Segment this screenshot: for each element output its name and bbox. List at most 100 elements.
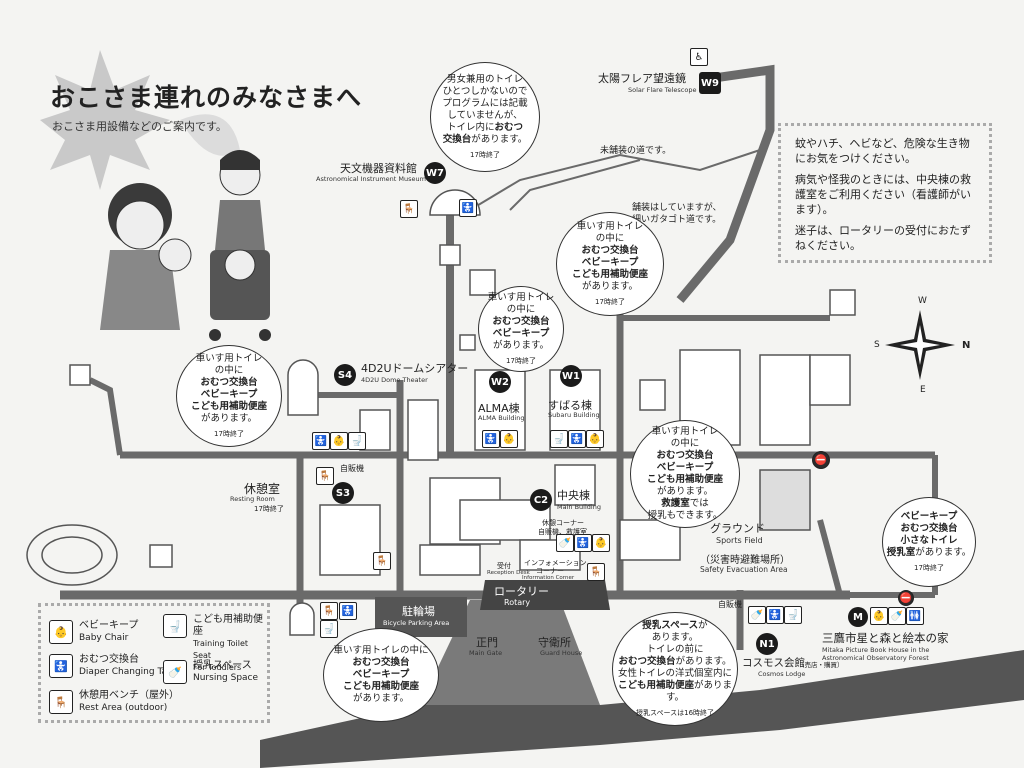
bench-icon: 🪑 — [587, 563, 605, 581]
building-n1-en: Cosmos Lodge — [758, 670, 806, 678]
building-c2-en: Main Building — [557, 503, 601, 511]
baby-chair-icon: 👶 — [49, 620, 73, 644]
building-w1-en: Subaru Building — [548, 411, 600, 419]
callout-w1: 車いす用トイレ の中に おむつ交換台 ベビーキープ こども用補助便座 があります… — [556, 212, 664, 316]
callout-text: ひとつしかないので — [442, 85, 528, 97]
badge-w1: W1 — [560, 365, 582, 387]
training-seat-icon: 🚽 — [163, 614, 187, 638]
compass-e: E — [920, 385, 926, 395]
building-s3-note: 17時終了 — [254, 505, 284, 513]
notice-line: 迷子は、ロータリーの受付におたずねください。 — [795, 224, 971, 252]
callout-text: おむつ交換台 — [900, 522, 958, 534]
callout-text: おむつ — [494, 121, 524, 133]
callout-n1: 授乳スペースが あります。 トイレの前に おむつ交換台があります。 女性トイレの… — [612, 612, 738, 726]
building-w7-name: 天文機器資料館 — [340, 162, 417, 175]
badge-s4: S4 — [334, 364, 356, 386]
callout-text: こども用補助便座 — [646, 474, 723, 485]
callout-text: があります。 — [200, 412, 258, 424]
callout-text: あります。 — [651, 631, 699, 643]
callout-text: では — [689, 498, 709, 509]
corner-label: 休憩コーナー — [542, 519, 584, 527]
diaper-table-icon: 🚼 — [312, 432, 330, 450]
legend-ja: 授乳スペース — [193, 660, 252, 671]
callout-text: 授乳室 — [886, 546, 916, 558]
callout-text: 授乳もできます。 — [647, 510, 723, 521]
callout-text: 車いす用トイレ — [651, 426, 719, 437]
building-s4-name: 4D2Uドームシアター — [361, 362, 469, 375]
callout-text: おむつ交換台 — [200, 376, 258, 388]
callout-text: トイレ内に — [446, 121, 495, 133]
callout-text: 救護室 — [661, 498, 690, 509]
training-seat-icon: 🚽 — [784, 606, 802, 624]
baby-chair-icon: 👶 — [330, 432, 348, 450]
ground-name: グラウンド — [710, 522, 765, 535]
callout-text: 交換台があります。 — [443, 134, 528, 146]
callout-text: プログラムには記載 — [442, 97, 528, 109]
baby-chair-icon: 👶 — [586, 430, 604, 448]
callout-text: こども用補助便座 — [190, 400, 267, 412]
guard-label: 守衛所 — [538, 636, 571, 649]
callout-text: の中に — [214, 364, 244, 376]
building-w7-en: Astronomical Instrument Museum — [316, 175, 426, 183]
training-seat-icon: 🚽 — [348, 432, 366, 450]
diaper-table-icon: 🚼 — [482, 430, 500, 448]
callout-text: があります。 — [471, 133, 528, 145]
callout-text: 授乳室があります。 — [887, 547, 972, 559]
nursing-icon: 🍼 — [888, 607, 906, 625]
vending-label: 自販機 — [340, 464, 364, 473]
bench-icon: 🪑 — [400, 200, 418, 218]
training-seat-icon: 🚽 — [550, 430, 568, 448]
diaper-table-icon: 🚼 — [339, 602, 357, 620]
callout-text: ベビーキープ — [900, 510, 958, 522]
callout-gate: 車いす用トイレの中に おむつ交換台 ベビーキープ こども用補助便座 があります。 — [323, 628, 439, 722]
callout-text: 救護室では — [661, 498, 709, 510]
callout-text: があります。 — [581, 280, 639, 292]
no-entry-icon: ⛔ — [898, 590, 914, 606]
diaper-table-icon: 🚼 — [574, 534, 592, 552]
legend-en: Diaper Changing Table — [79, 667, 181, 677]
callout-text: おむつ交換台 — [352, 657, 410, 668]
callout-text: 男女兼用のトイレ — [446, 73, 523, 85]
callout-text: おむつ交換台 — [656, 450, 714, 461]
compass-w: W — [918, 296, 927, 306]
legend-en: Training Toilet Seat — [193, 639, 249, 660]
legend-text: おむつ交換台 Diaper Changing Table — [79, 654, 181, 678]
legend-ja: おむつ交換台 — [79, 654, 139, 665]
building-w2-en: ALMA Building — [478, 414, 525, 422]
badge-m: M — [848, 607, 868, 627]
notice-box: 蚊やハチ、ヘビなど、危険な生き物にお気をつけください。 病気や怪我のときには、中… — [778, 123, 992, 263]
callout-text: 交換台 — [442, 133, 472, 145]
callout-text: があります。 — [915, 546, 972, 558]
building-s3-name: 休憩室 — [244, 482, 281, 496]
badge-n1: N1 — [756, 633, 778, 655]
diaper-table-icon: 🚼 — [459, 199, 477, 217]
toilet-sign-icon: 🚻 — [906, 607, 924, 625]
decoration-illustration — [40, 50, 271, 341]
building-w9-en: Solar Flare Telescope — [628, 86, 697, 94]
page-title: おこさま連れのみなさまへ — [50, 83, 363, 112]
notice-line: 病気や怪我のときには、中央棟の救護室をご利用ください（看護師がいます）。 — [795, 173, 971, 216]
building-w9-name: 太陽フレア望遠鏡 — [598, 72, 686, 85]
legend-en: Baby Chair — [79, 633, 129, 643]
callout-text: こども用補助便座 — [571, 268, 648, 280]
callout-text: の中に — [506, 303, 536, 315]
legend-text: ベビーキープ Baby Chair — [79, 620, 138, 644]
vending-label: 自販機 — [718, 600, 742, 609]
callout-w2: 車いす用トイレ の中に おむつ交換台 ベビーキープ があります。 17時終了 — [478, 286, 564, 372]
road-note-gravel-2: 細いガタゴト道です。 — [632, 215, 722, 225]
compass-rose-icon — [885, 310, 955, 380]
legend-ja: ベビーキープ — [79, 620, 139, 631]
nursing-icon: 🍼 — [748, 606, 766, 624]
diaper-table-icon: 🚼 — [766, 606, 784, 624]
callout-text: 車いす用トイレの中に — [333, 645, 429, 656]
callout-time: 17時終了 — [595, 297, 625, 306]
nursing-icon: 🍼 — [556, 534, 574, 552]
callout-text: していませんが、 — [447, 109, 523, 121]
callout-text: おむつ交換台があります。 — [618, 656, 731, 668]
bench-icon: 🪑 — [320, 602, 338, 620]
badge-s3: S3 — [332, 482, 354, 504]
callout-text: おむつ交換台 — [618, 655, 676, 667]
